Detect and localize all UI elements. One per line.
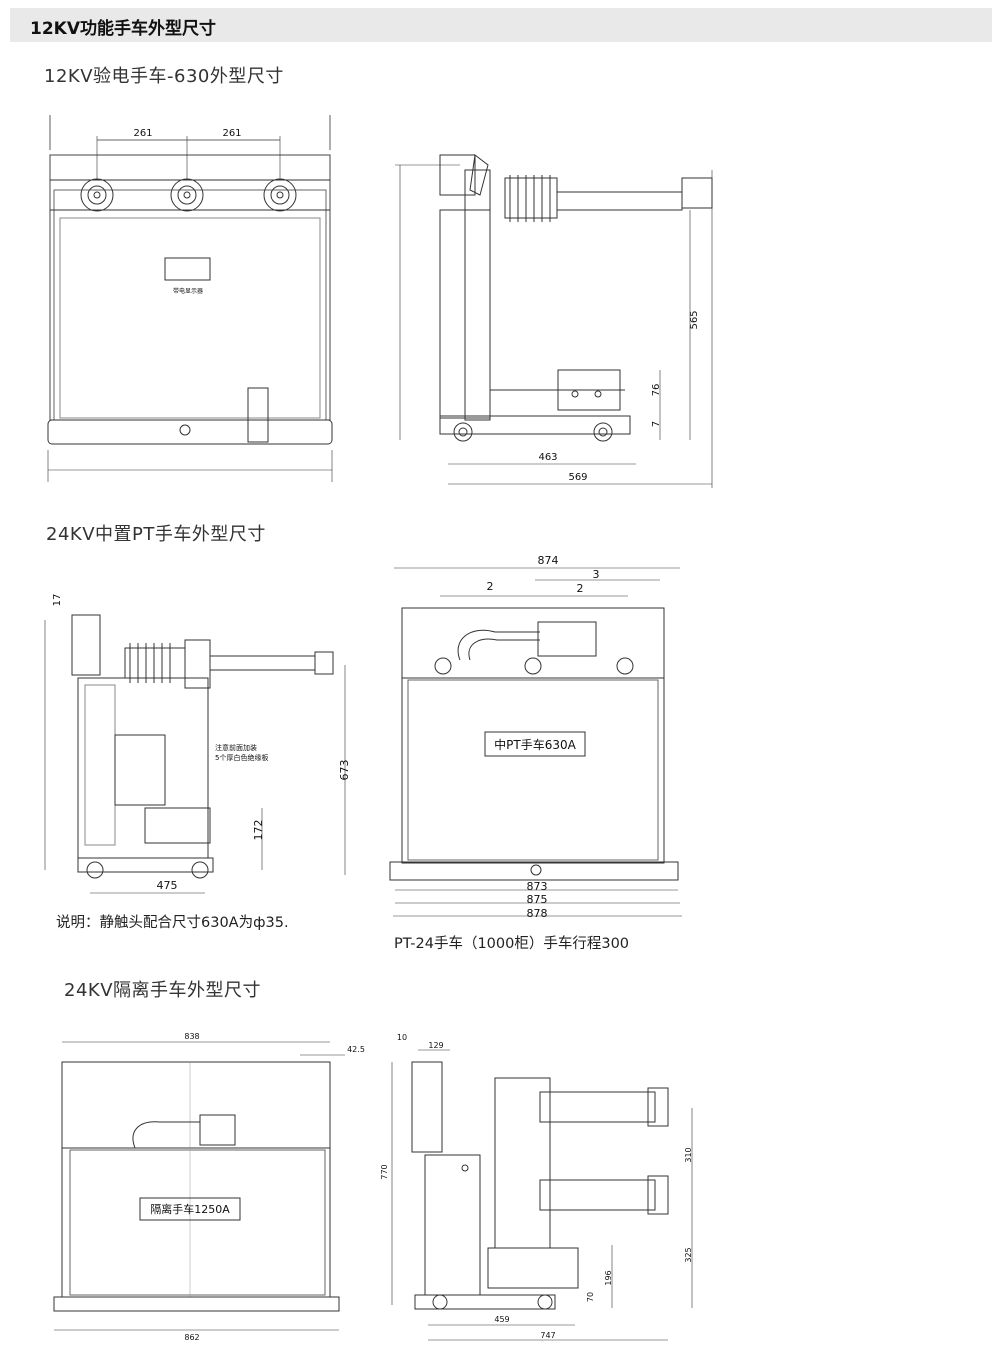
live-indicator-box — [164, 257, 211, 281]
section2-title: 24KV中置PT手车外型尺寸 — [46, 524, 266, 545]
dim-463: 463 — [538, 452, 557, 463]
drawing-12kv-side: 565 76 7 463 569 — [395, 154, 713, 488]
page-title: 12KV功能手车外型尺寸 — [30, 19, 216, 39]
dim-569: 569 — [568, 472, 587, 483]
indicator-label: 带电显示器 — [173, 287, 203, 295]
dim-862: 862 — [184, 1333, 199, 1342]
dim-261-b: 261 — [222, 128, 241, 139]
dim-770: 770 — [380, 1164, 389, 1179]
dim-17: 17 — [52, 594, 63, 607]
section3-title: 24KV隔离手车外型尺寸 — [64, 980, 262, 1001]
pt-nameplate-label: 中PT手车630A — [494, 737, 576, 752]
pt-insulator — [129, 643, 171, 683]
dim-3: 3 — [593, 568, 600, 581]
dim-2-b: 2 — [577, 582, 584, 595]
dim-874: 874 — [538, 554, 559, 567]
drawing-12kv-front: 261 261 带电显示器 — [47, 115, 333, 482]
note-insulation-2: 5个厚白色绝缘板 — [215, 753, 268, 762]
dim-878: 878 — [527, 907, 548, 920]
isolation-nameplate-label: 隔离手车1250A — [150, 1202, 230, 1216]
dim-838: 838 — [184, 1032, 199, 1041]
isolation-nameplate — [139, 1197, 241, 1221]
dim-2-a: 2 — [487, 580, 494, 593]
header-bar: 12KV功能手车外型尺寸 — [10, 8, 992, 42]
dim-310: 310 — [684, 1147, 693, 1162]
dim-10: 10 — [397, 1033, 407, 1042]
note-static-contact: 说明：静触头配合尺寸630A为ф35. — [56, 915, 289, 931]
dim-76: 76 — [651, 384, 662, 397]
section1-title: 12KV验电手车-630外型尺寸 — [44, 66, 284, 87]
dim-565: 565 — [689, 310, 700, 329]
dim-129: 129 — [428, 1041, 443, 1050]
dim-747: 747 — [540, 1331, 555, 1340]
note-pt-travel: PT-24手车（1000柜）手车行程300 — [394, 936, 630, 952]
bushing-2 — [170, 178, 204, 212]
dim-7: 7 — [651, 421, 662, 427]
drawing-24kv-pt-front: 874 2 2 3 中PT手车630A 873 875 878 — [389, 554, 682, 920]
dim-875: 875 — [527, 893, 548, 906]
drawing-24kv-isolation-side: 10 129 770 310 325 196 70 459 747 — [380, 1033, 693, 1341]
bushing-3 — [263, 178, 297, 212]
dim-261-a: 261 — [133, 128, 152, 139]
dim-325: 325 — [684, 1247, 693, 1262]
bushing-1 — [80, 178, 114, 212]
drawing-24kv-pt-side: 17 注意前面加装 5个厚白色绝缘板 673 172 475 — [44, 594, 351, 894]
dim-475: 475 — [157, 879, 178, 892]
dim-873: 873 — [527, 880, 548, 893]
pt-nameplate — [484, 731, 586, 757]
dim-673: 673 — [338, 760, 351, 781]
dim-70: 70 — [586, 1292, 595, 1302]
finned-insulator — [504, 175, 558, 222]
dim-196: 196 — [604, 1270, 613, 1285]
dim-172: 172 — [252, 820, 265, 841]
drawing-24kv-isolation-front: 838 42.5 隔离手车1250A 862 — [53, 1032, 365, 1342]
note-insulation-1: 注意前面加装 — [215, 743, 257, 752]
dim-42-5: 42.5 — [347, 1045, 365, 1054]
dim-459: 459 — [494, 1315, 509, 1324]
